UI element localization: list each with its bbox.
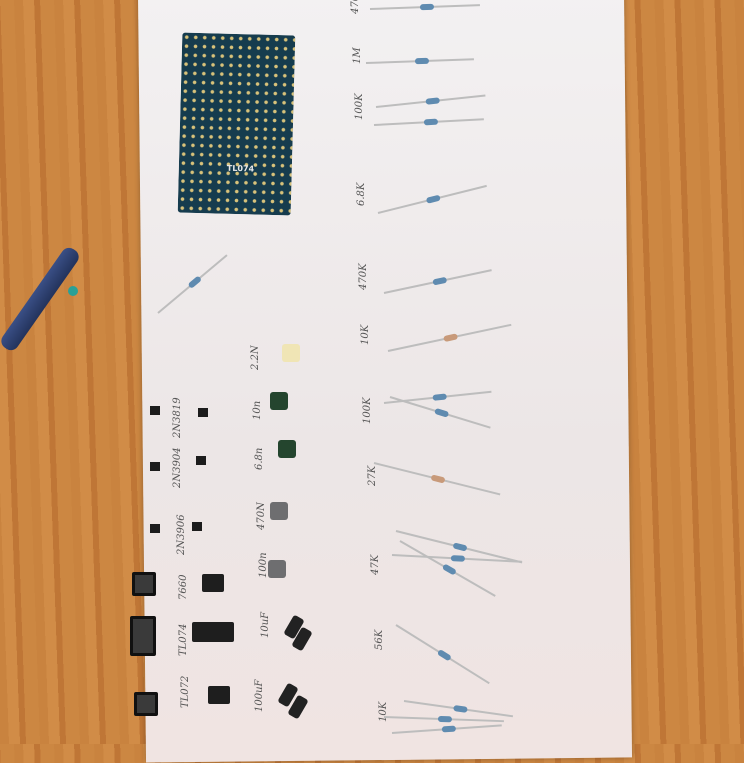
label-resistor: 10K <box>378 701 389 722</box>
label-capacitor: 10n <box>252 400 263 420</box>
label-capacitor: 470N <box>256 502 267 530</box>
ic-socket <box>130 616 156 656</box>
label-resistor: 6.8K <box>356 182 367 206</box>
transistor <box>198 408 208 417</box>
transistor <box>196 456 206 465</box>
ic-chip <box>192 622 234 642</box>
transistor <box>192 522 202 531</box>
ic-socket <box>134 692 158 716</box>
film-capacitor <box>268 560 286 578</box>
label-resistor: 56K <box>374 629 385 650</box>
pcb-label: TL074 <box>226 163 255 174</box>
label-semiconductor: 7660 <box>178 574 189 600</box>
transistor <box>150 462 160 471</box>
label-resistor: 47K <box>370 554 381 575</box>
film-capacitor <box>270 392 288 410</box>
pen <box>0 244 82 354</box>
label-capacitor: 10uF <box>260 611 271 638</box>
ic-socket <box>132 572 156 596</box>
ic-chip <box>202 574 224 592</box>
label-capacitor: 100uF <box>254 679 265 712</box>
label-resistor: 100K <box>362 397 373 424</box>
label-resistor: 100K <box>354 93 365 120</box>
pcb-board: TL074 <box>177 32 296 216</box>
film-capacitor <box>270 502 288 520</box>
film-capacitor <box>282 344 300 362</box>
label-semiconductor: TL074 <box>178 623 189 656</box>
label-semiconductor: TL072 <box>180 675 191 708</box>
label-resistor: 1M <box>352 47 363 64</box>
label-resistor: 27K <box>367 465 378 486</box>
label-semiconductor: 2N3819 <box>172 397 183 438</box>
pen-tip <box>68 286 78 296</box>
label-semiconductor: 2N3906 <box>176 514 187 555</box>
label-semiconductor: 2N3904 <box>172 447 183 488</box>
transistor <box>150 524 160 533</box>
label-resistor: 470 <box>350 0 361 14</box>
film-capacitor <box>278 440 296 458</box>
label-capacitor: 2.2N <box>250 345 261 370</box>
label-capacitor: 6.8n <box>254 447 265 470</box>
label-resistor: 470K <box>358 263 369 290</box>
ic-chip <box>208 686 230 704</box>
label-resistor: 10K <box>360 324 371 345</box>
transistor <box>150 406 160 415</box>
